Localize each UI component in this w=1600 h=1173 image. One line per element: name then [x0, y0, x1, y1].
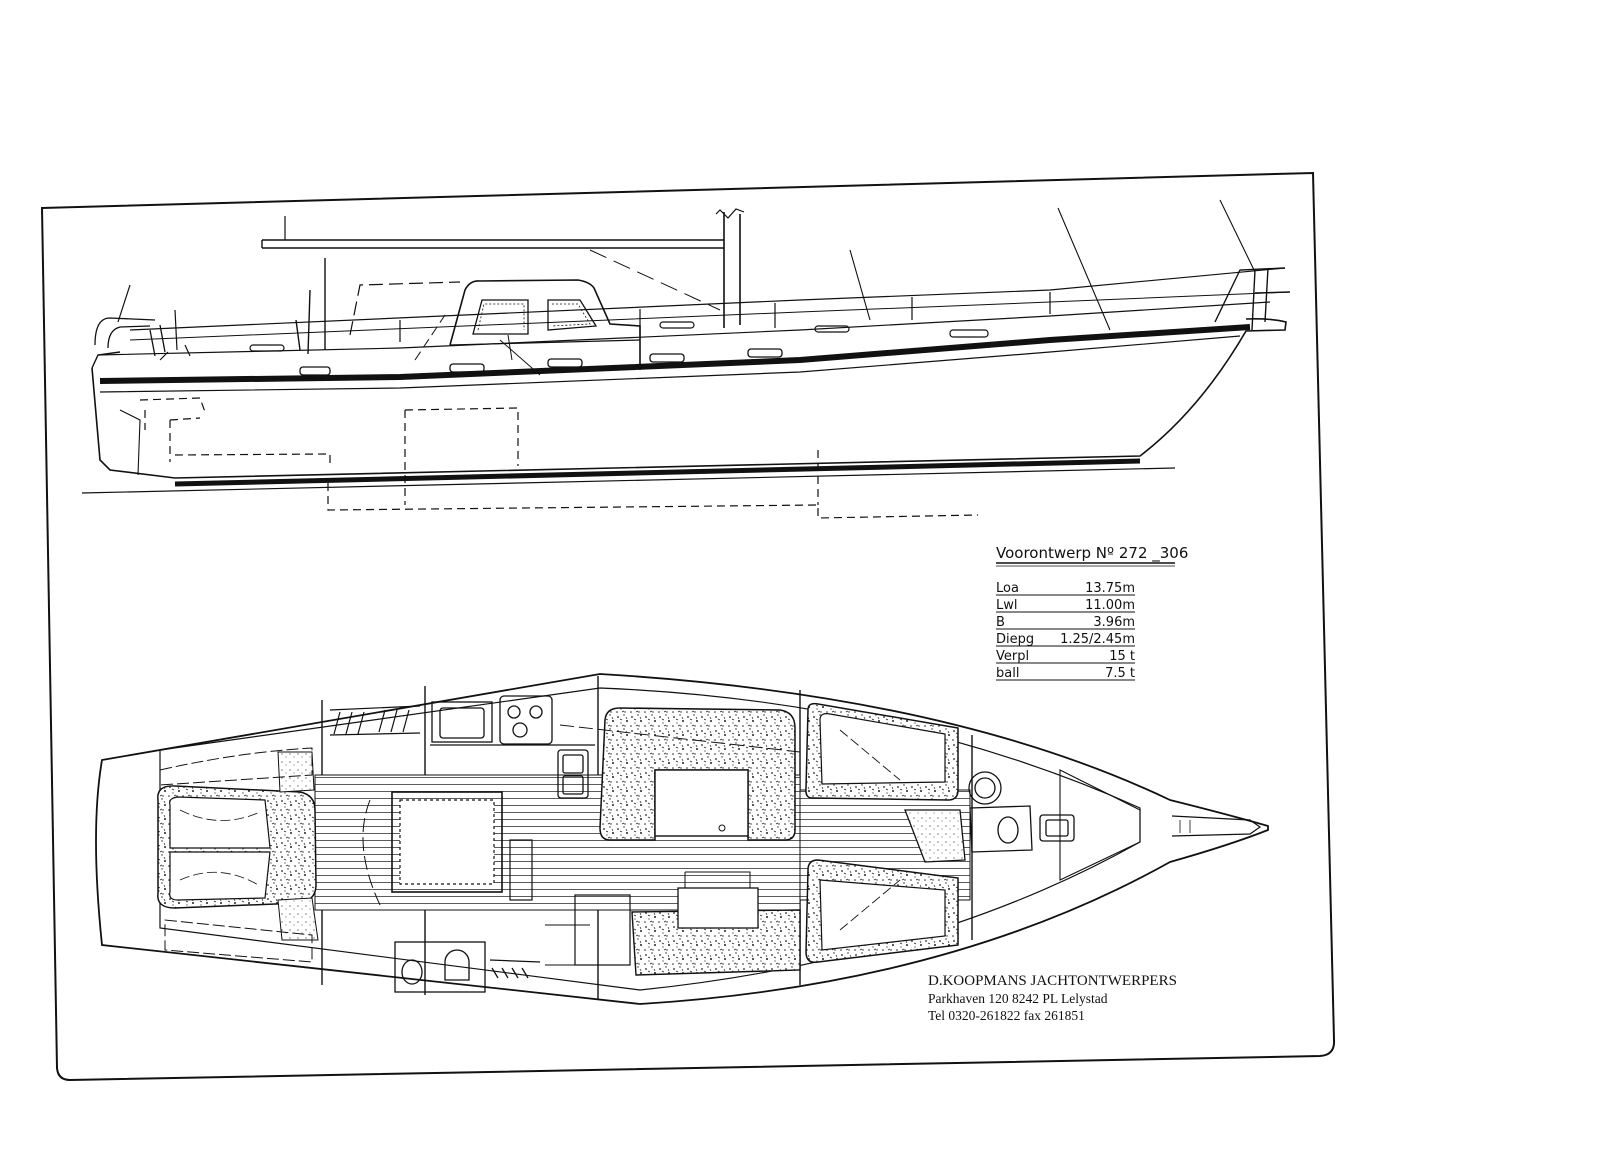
designer-contact: Tel 0320-261822 fax 261851	[928, 1008, 1085, 1023]
spec-value-ball: 7.5 t	[1105, 666, 1135, 681]
spec-label-b: B	[996, 615, 1005, 630]
sheet-border	[40, 171, 1336, 1082]
designer-address: Parkhaven 120 8242 PL Lelystad	[928, 991, 1108, 1006]
spec-value-lwl: 11.00m	[1085, 598, 1135, 613]
designer-name: D.KOOPMANS JACHTONTWERPERS	[928, 973, 1177, 989]
sheer-stripe	[99, 324, 1251, 384]
deckhouse	[449, 279, 641, 370]
mast	[723, 212, 741, 328]
spec-label-verpl: Verpl	[996, 649, 1029, 664]
boom	[261, 239, 724, 249]
spec-value-loa: 13.75m	[1085, 581, 1135, 596]
spec-value-b: 3.96m	[1093, 615, 1135, 630]
spec-label-ball: ball	[996, 666, 1019, 681]
spec-title: Voorontwerp Nº 272 _306	[996, 544, 1188, 563]
profile-view	[81, 199, 1291, 519]
spec-label-loa: Loa	[996, 581, 1019, 596]
spec-value-verpl: 15 t	[1109, 649, 1135, 664]
hull-profile	[91, 318, 1287, 479]
saloon-settee	[599, 707, 796, 841]
spec-label-diepg: Diepg	[996, 632, 1034, 647]
saloon-table	[654, 769, 749, 837]
keel-outline	[327, 483, 979, 519]
boot-stripe	[174, 458, 1141, 487]
designer-block: D.KOOPMANS JACHTONTWERPERS Parkhaven 120…	[928, 973, 1177, 1023]
hull-plan	[95, 673, 1269, 1005]
plan-view	[95, 673, 1269, 1005]
engine-box	[391, 791, 503, 893]
spec-label-lwl: Lwl	[996, 598, 1018, 613]
spec-value-diepg: 1.25/2.45m	[1060, 632, 1135, 647]
